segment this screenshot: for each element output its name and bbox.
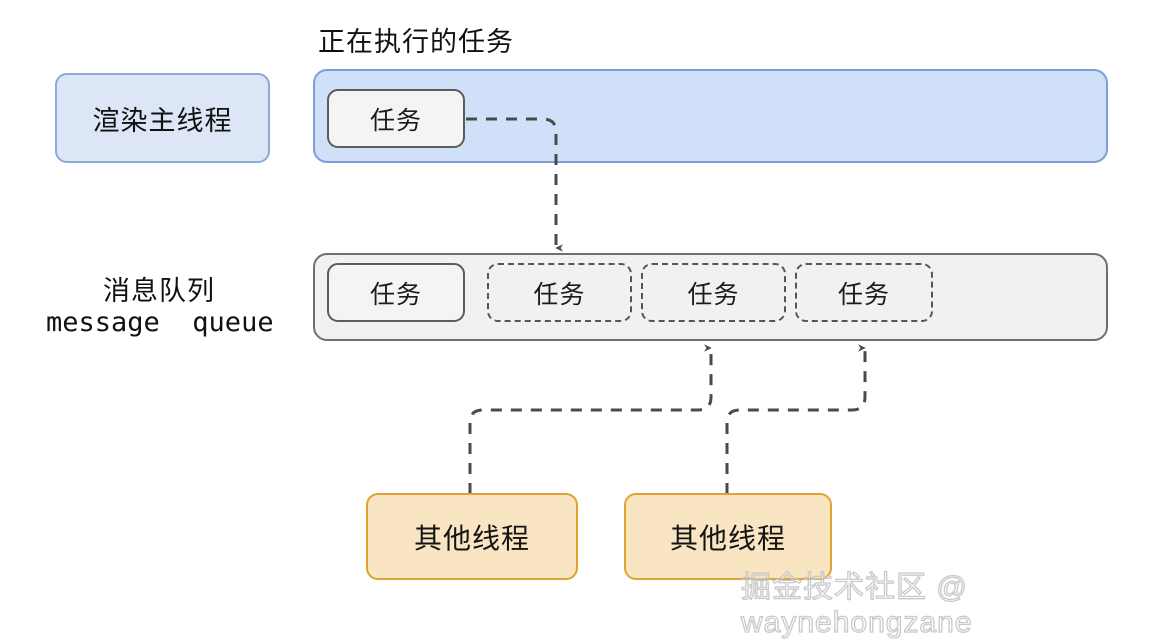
message-queue-label-cn: 消息队列 (103, 276, 215, 306)
other-thread-1: 其他线程 (366, 493, 578, 580)
executing-task-title: 正在执行的任务 (318, 27, 514, 57)
diagram-canvas: 正在执行的任务 渲染主线程 消息队列 message queue 任务 任务 任… (46, 27, 1108, 640)
queue-task-1: 任务 (327, 263, 465, 322)
other-thread-2: 其他线程 (624, 493, 832, 580)
queue-task-2: 任务 (487, 263, 632, 322)
render-main-thread-box: 渲染主线程 (55, 73, 270, 163)
arrow-thread2-to-queue (725, 344, 867, 494)
queue-task-4: 任务 (795, 263, 933, 322)
executing-task-chip: 任务 (327, 89, 465, 148)
message-queue-label-en: message queue (46, 307, 274, 338)
arrow-thread1-to-queue (468, 344, 713, 494)
queue-task-3: 任务 (641, 263, 786, 322)
